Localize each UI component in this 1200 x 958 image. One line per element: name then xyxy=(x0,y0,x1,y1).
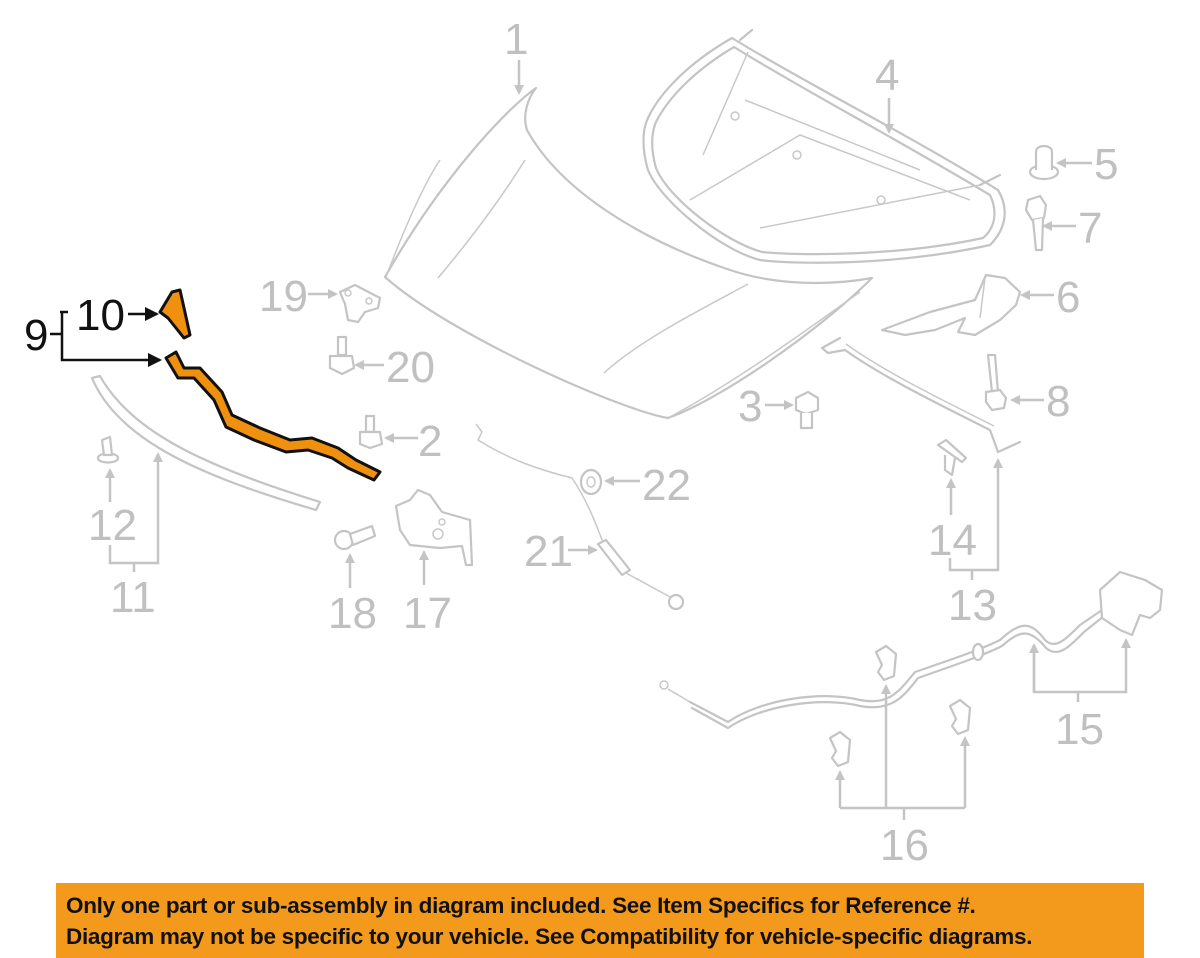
callout-3: 3 xyxy=(738,382,762,431)
bracket-15 xyxy=(1032,638,1131,694)
bolt-3-drawing xyxy=(794,390,820,430)
hinge-bracket-drawing xyxy=(880,273,1022,337)
bracket-9 xyxy=(60,312,162,367)
support-rod-drawing xyxy=(820,336,1022,454)
striker-bracket-drawing xyxy=(338,283,382,324)
callout-5: 5 xyxy=(1094,140,1118,189)
callout-2: 2 xyxy=(418,417,442,466)
callout-8: 8 xyxy=(1046,377,1070,426)
bolt-7-drawing xyxy=(1024,194,1048,252)
callout-22: 22 xyxy=(642,461,691,510)
disclaimer-line-1: Only one part or sub-assembly in diagram… xyxy=(66,892,976,918)
release-cable-21-drawing xyxy=(475,423,685,611)
callout-9: 9 xyxy=(24,311,48,360)
callout-1: 1 xyxy=(504,15,528,64)
hood-latch-drawing xyxy=(394,488,474,567)
bracket-13 xyxy=(948,458,1003,572)
bolt-8-drawing xyxy=(984,353,1008,412)
callout-19: 19 xyxy=(259,272,308,321)
callout-17: 17 xyxy=(403,589,452,638)
callout-10: 10 xyxy=(76,291,125,340)
callout-16: 16 xyxy=(880,821,929,870)
bumper-stop-drawing xyxy=(1028,144,1060,181)
clip-12-drawing xyxy=(96,435,120,464)
callout-12: 12 xyxy=(88,501,137,550)
seal-strip-highlight xyxy=(164,350,382,482)
hood-insulator-drawing xyxy=(642,28,1006,264)
nut-22-drawing xyxy=(579,468,603,496)
disclaimer-banner: Only one part or sub-assembly in diagram… xyxy=(56,883,1144,958)
bolt-18-drawing xyxy=(333,524,377,551)
front-seal-drawing xyxy=(90,374,322,512)
callout-4: 4 xyxy=(875,51,899,100)
hood-panel-drawing xyxy=(383,86,874,420)
callout-14: 14 xyxy=(928,516,977,565)
disclaimer-line-2: Diagram may not be specific to your vehi… xyxy=(66,923,1033,949)
callout-20: 20 xyxy=(386,343,435,392)
callout-21: 21 xyxy=(524,527,573,576)
callout-13: 13 xyxy=(948,581,997,630)
callout-15: 15 xyxy=(1055,705,1104,754)
callout-11: 11 xyxy=(110,573,156,622)
bolt-2-drawing xyxy=(358,414,384,450)
cable-clips-drawing xyxy=(828,644,972,768)
release-handle-cable-drawing xyxy=(659,570,1164,730)
callout-6: 6 xyxy=(1056,273,1080,322)
callout-18: 18 xyxy=(328,589,377,638)
bolt-20-drawing xyxy=(328,335,356,376)
rod-clip-drawing xyxy=(936,438,968,477)
seal-end-cap-highlight xyxy=(158,288,192,340)
callout-7: 7 xyxy=(1078,204,1102,253)
